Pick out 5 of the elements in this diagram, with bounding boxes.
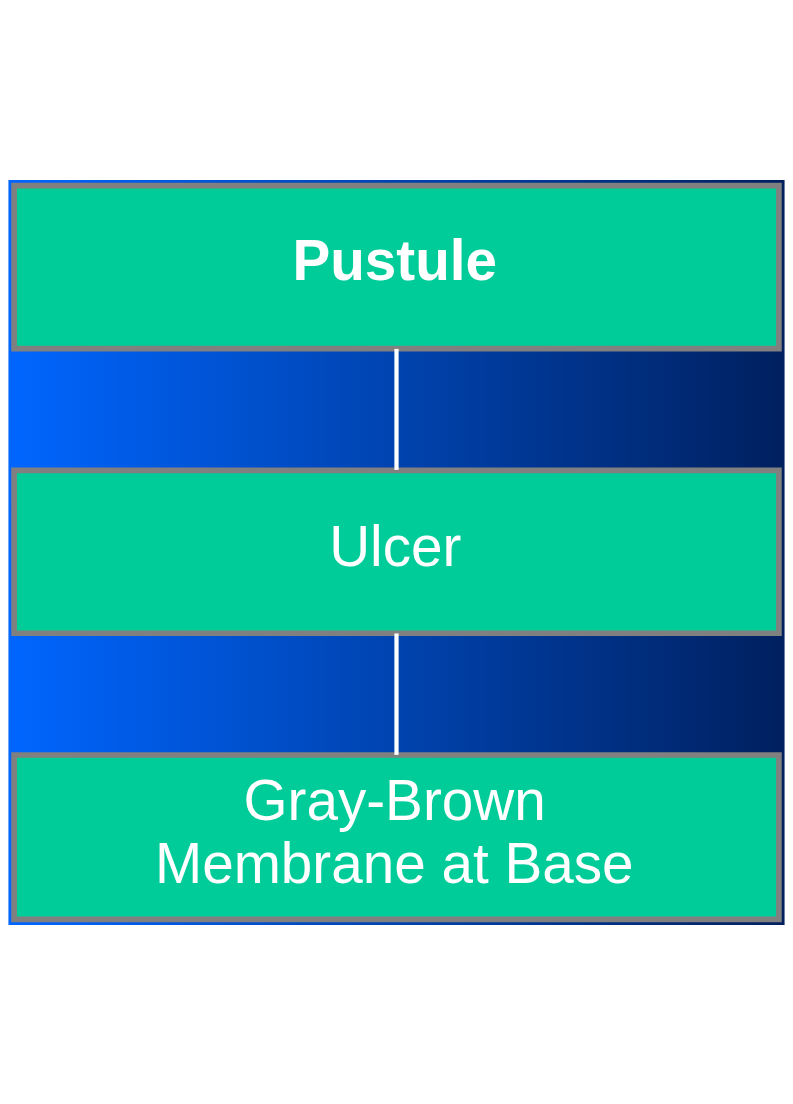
node-box: Pustule: [11, 182, 782, 351]
node-box: Gray-Brown Membrane at Base: [11, 751, 782, 922]
connector: [394, 632, 399, 755]
node-box: Ulcer: [11, 467, 782, 636]
connector: [394, 348, 399, 470]
